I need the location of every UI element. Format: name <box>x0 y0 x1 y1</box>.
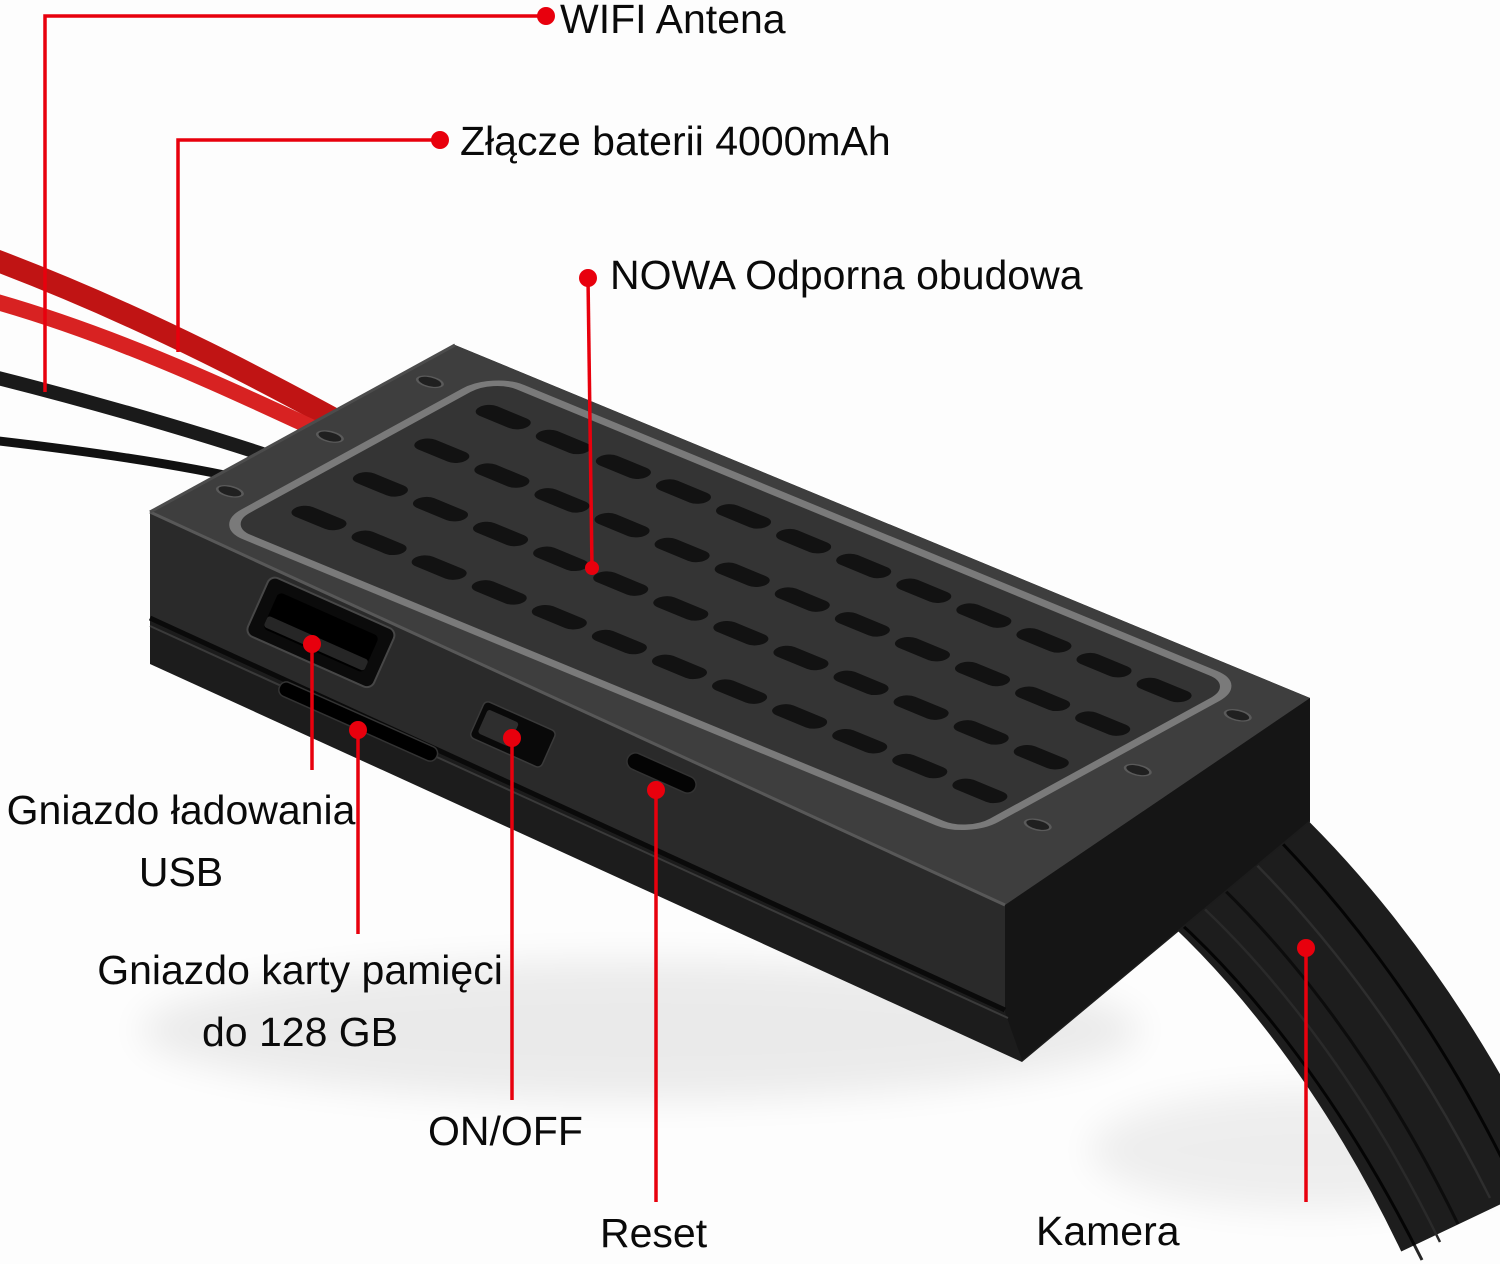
device-right-face <box>1005 698 1310 1060</box>
callout-lines <box>43 7 1315 1202</box>
callout-battery <box>176 131 449 352</box>
reset-hole <box>626 752 697 794</box>
callout-power <box>503 729 521 1100</box>
label-wifi-antenna: WIFI Antena <box>560 0 786 42</box>
label-power-switch: ON/OFF <box>428 1108 583 1154</box>
callout-enclosure <box>579 269 599 575</box>
label-usb-charging: Gniazdo ładowania USB <box>0 780 362 903</box>
device-body <box>148 343 1310 1062</box>
lid-panel <box>215 375 1252 832</box>
corner-bumps <box>215 375 1252 832</box>
label-reset: Reset <box>600 1210 708 1256</box>
label-camera: Kamera <box>1036 1208 1180 1254</box>
label-memory-line2: do 128 GB <box>201 1008 399 1055</box>
callout-memory <box>349 721 367 934</box>
label-memory-line1: Gniazdo karty pamięci <box>97 947 503 993</box>
label-enclosure: NOWA Odporna obudowa <box>610 252 1083 298</box>
label-memory-card: Gniazdo karty pamięci do 128 GB <box>88 940 512 1063</box>
callout-wifi-antenna <box>43 7 555 392</box>
label-battery-connector: Złącze baterii 4000mAh <box>460 118 891 164</box>
callout-camera <box>1297 939 1315 1202</box>
label-usb-line1: Gniazdo ładowania <box>6 787 356 833</box>
label-usb-line2: USB <box>138 848 224 895</box>
callout-usb <box>303 635 321 770</box>
callout-reset <box>647 781 665 1202</box>
